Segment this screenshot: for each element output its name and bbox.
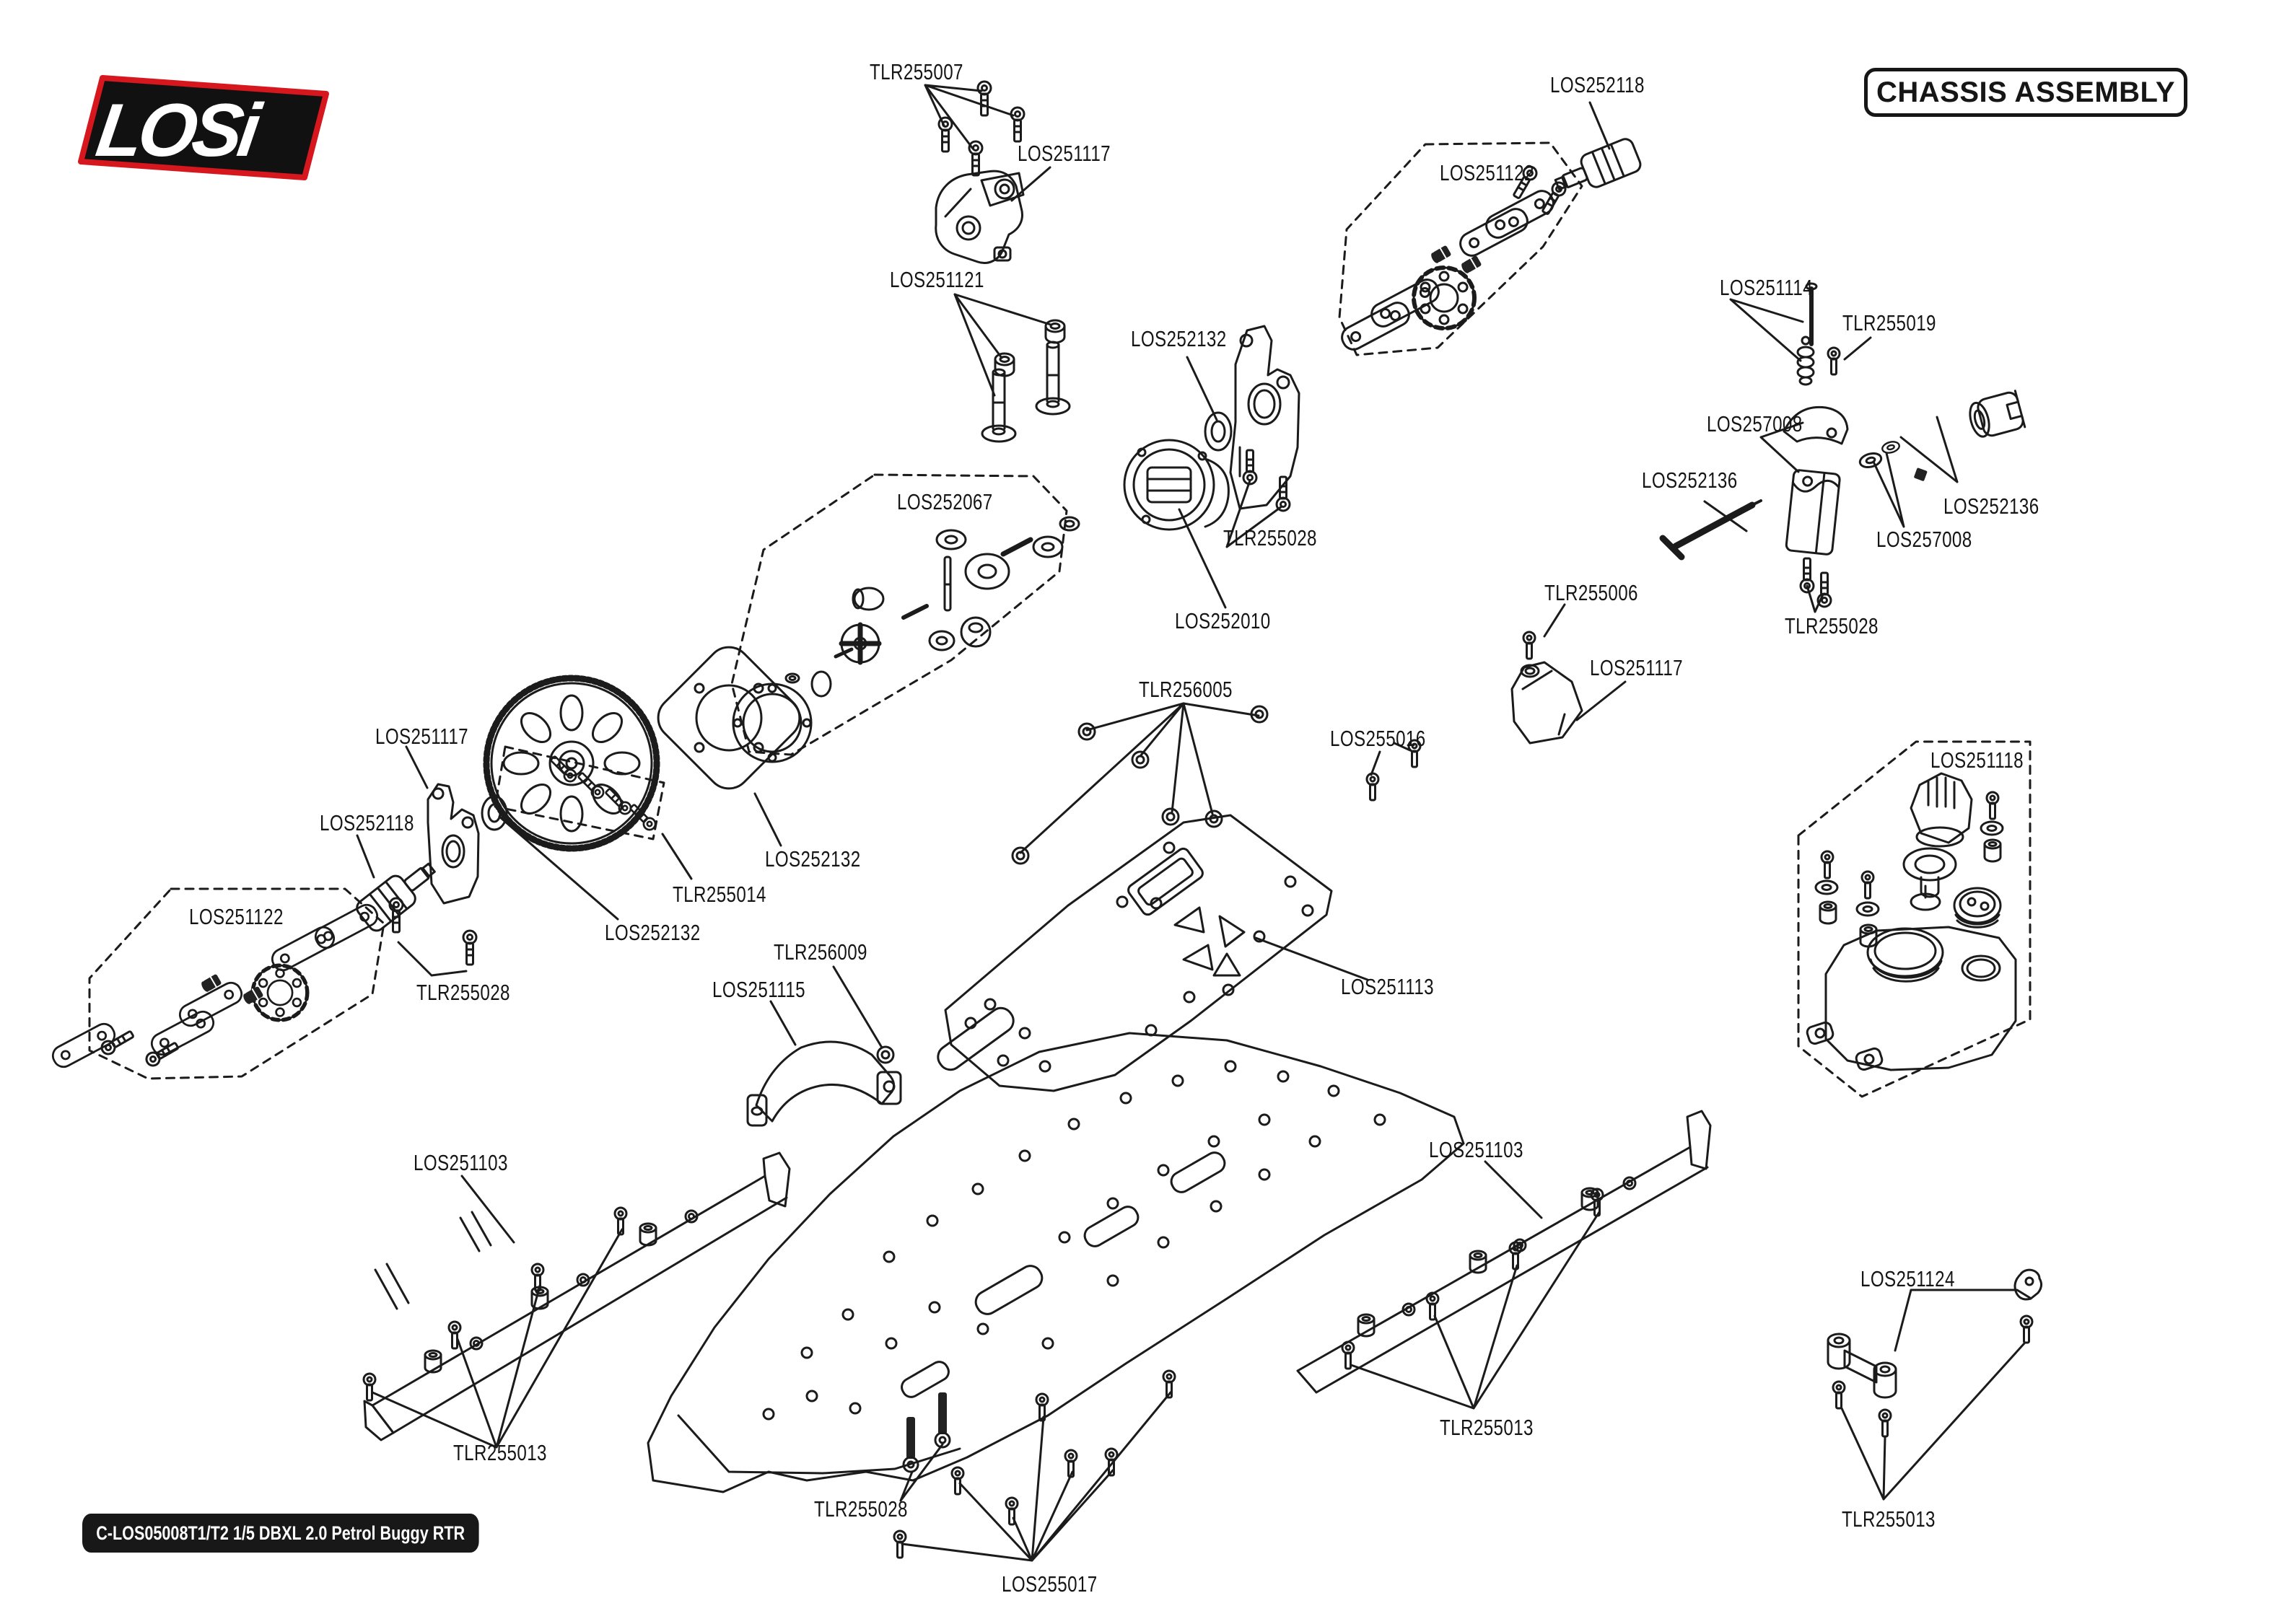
part-label-los251122-3: LOS251122 [1440, 160, 1534, 185]
fuel-tank-group [1806, 772, 2017, 1071]
mud-guard-wedge [1510, 661, 1583, 745]
part-label-los257008-11: LOS257008 [1876, 527, 1972, 552]
losi-logo: LOSi [78, 75, 329, 180]
svg-text:LOSi: LOSi [92, 88, 267, 172]
part-label-tlr255028-14: TLR255028 [1223, 525, 1317, 550]
gear-cover [746, 1040, 902, 1127]
part-label-tlr255007-0: TLR255007 [870, 59, 963, 84]
leader-lines [356, 84, 2032, 1562]
part-label-los251117-21: LOS251117 [375, 724, 468, 749]
part-label-los252067-13: LOS252067 [897, 489, 993, 514]
part-label-los251103-32: LOS251103 [1429, 1137, 1523, 1162]
part-label-los251103-31: LOS251103 [414, 1150, 508, 1175]
part-label-los252010-15: LOS252010 [1175, 608, 1271, 633]
part-label-los252136-9: LOS252136 [1642, 468, 1738, 493]
engine-mount-top [935, 170, 1025, 264]
part-label-los257008-8: LOS257008 [1707, 411, 1803, 436]
page-title: CHASSIS ASSEMBLY [1864, 68, 2187, 117]
part-label-los251114-6: LOS251114 [1720, 275, 1813, 300]
part-label-tlr255028-12: TLR255028 [1785, 613, 1879, 638]
dashed-group-outlines [88, 141, 2032, 1098]
part-label-los251122-23: LOS251122 [189, 904, 284, 929]
bottom-screws [893, 1369, 1176, 1559]
product-code-badge: C-LOS05008T1/T2 1/5 DBXL 2.0 Petrol Bugg… [82, 1514, 479, 1553]
spur-gear [483, 646, 801, 852]
top-deck-plate [937, 814, 1333, 1092]
main-chassis-plate [647, 1032, 1465, 1493]
diff-housing [1123, 411, 1233, 531]
part-label-los251121-4: LOS251121 [890, 267, 984, 292]
part-label-los252136-10: LOS252136 [1943, 493, 2039, 519]
motor-plate-left [427, 783, 480, 905]
part-label-tlr255013-33: TLR255013 [453, 1440, 547, 1465]
part-label-los252132-5: LOS252132 [1131, 326, 1227, 351]
part-label-tlr255028-24: TLR255028 [416, 980, 510, 1005]
part-label-tlr255013-36: TLR255013 [1440, 1415, 1534, 1440]
part-label-los252118-2: LOS252118 [1550, 72, 1645, 97]
part-label-tlr255019-7: TLR255019 [1842, 310, 1936, 335]
part-label-los252118-22: LOS252118 [320, 810, 414, 835]
side-guard-left [363, 1151, 791, 1441]
part-label-tlr256009-28: TLR256009 [774, 939, 867, 965]
part-label-tlr255013-38: TLR255013 [1842, 1506, 1936, 1532]
part-label-los251118-20: LOS251118 [1930, 747, 2024, 773]
part-label-tlr255006-16: TLR255006 [1544, 580, 1638, 605]
part-label-tlr255014-26: TLR255014 [673, 882, 766, 907]
steering-post-group [1659, 282, 2026, 608]
part-label-los251117-1: LOS251117 [1018, 141, 1111, 166]
part-label-los251117-17: LOS251117 [1590, 655, 1683, 680]
steering-bracket [1827, 1268, 2043, 1399]
part-label-los251113-30: LOS251113 [1341, 974, 1434, 999]
diff-internals [732, 516, 1080, 763]
part-label-tlr255028-34: TLR255028 [814, 1496, 908, 1522]
part-label-los251115-29: LOS251115 [712, 977, 805, 1002]
motor-plate-right [1229, 325, 1300, 510]
part-label-los252132-25: LOS252132 [765, 846, 861, 872]
part-label-los252132-27: LOS252132 [605, 920, 701, 945]
part-label-tlr256005-19: TLR256005 [1139, 677, 1233, 702]
chassis-nuts [1011, 705, 1269, 865]
part-label-los255016-18: LOS255016 [1330, 726, 1426, 751]
part-label-los251124-37: LOS251124 [1860, 1266, 1955, 1291]
part-label-los255017-35: LOS255017 [1002, 1571, 1098, 1597]
